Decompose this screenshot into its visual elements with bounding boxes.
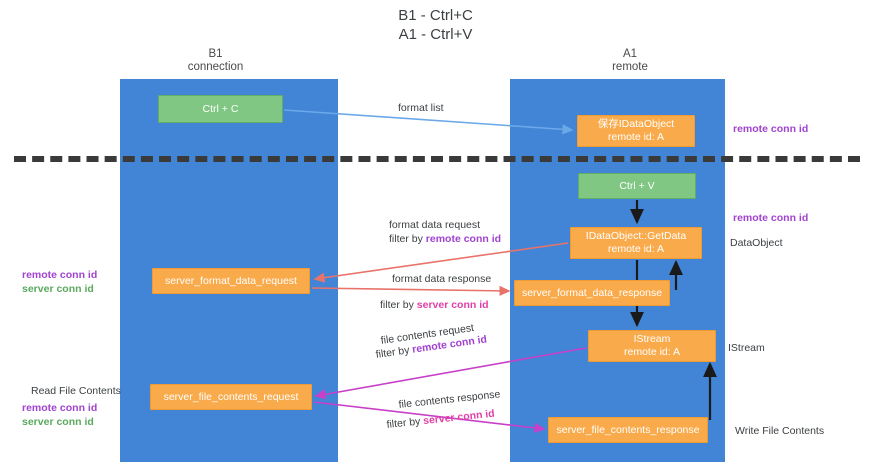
box-server-file-contents-response-label: server_file_contents_response [556,423,700,436]
box-server-format-data-response[interactable]: server_format_data_response [514,280,670,306]
box-server-format-data-response-label: server_format_data_response [521,286,663,299]
label-right-dataobject: DataObject [730,237,783,249]
filter-key-remote-conn-id: remote conn id [425,233,502,245]
arrow-label-format-list: format list [398,102,444,114]
box-istream-line2: remote id: A [623,346,681,358]
label-left-remote-conn-id-bot: remote conn id [22,402,98,414]
box-server-file-contents-request[interactable]: server_file_contents_request [150,384,312,410]
box-istream[interactable]: IStream remote id: A [588,330,716,362]
box-idataobject-getdata-line2: remote id: A [607,243,665,255]
label-left-read-file-contents: Read File Contents [31,385,121,397]
label-left-server-conn-id-bot: server conn id [22,416,94,428]
label-right-write-file-contents: Write File Contents [735,425,825,437]
arrow-label-format-data-response: format data response [392,273,492,285]
label-left-remote-conn-id-mid: remote conn id [22,269,98,281]
filter-key-server-conn-id: server conn id [416,299,489,311]
label-left-conn-ids-bot: remote conn id server conn id [22,401,97,429]
box-server-format-data-request-label: server_format_data_request [165,274,297,287]
box-idataobject-getdata-line1: IDataObject::GetData [585,230,687,242]
box-save-idataobject-line1: 保存IDataObject [597,118,675,130]
filter-key-server-conn-id: server conn id [422,407,496,428]
box-ctrl-v-line1: Ctrl + V [619,179,655,192]
label-right-istream: IStream [728,342,765,354]
filter-prefix: filter by [386,415,424,431]
filter-prefix: filter by [380,299,417,311]
box-idataobject-getdata[interactable]: IDataObject::GetData remote id: A [570,227,702,259]
label-right-remote-conn-id-mid: remote conn id [733,212,809,224]
box-save-idataobject[interactable]: 保存IDataObject remote id: A [577,115,695,147]
box-save-idataobject-line2: remote id: A [607,131,665,143]
box-ctrl-c-line1: Ctrl + C [202,102,239,115]
box-server-file-contents-response[interactable]: server_file_contents_response [548,417,708,443]
label-left-conn-ids-mid: remote conn id server conn id [22,268,97,296]
filter-prefix: filter by [389,233,426,245]
box-ctrl-v[interactable]: Ctrl + V [578,173,696,199]
box-istream-line1: IStream [633,333,671,345]
arrow-label-format-data-request: format data request [389,219,481,231]
box-ctrl-c[interactable]: Ctrl + C [158,95,283,123]
page-title: B1 - Ctrl+C A1 - Ctrl+V [398,7,473,43]
arrow-label-format-data-response-filter: filter by server conn id [380,299,489,312]
column-header-b1: B1 connection [187,48,244,73]
box-server-file-contents-request-label: server_file_contents_request [163,390,299,403]
arrow-label-format-data-request-filter: filter by remote conn id [389,233,501,246]
label-left-server-conn-id-mid: server conn id [22,283,94,295]
section-divider [14,156,860,162]
box-server-format-data-request[interactable]: server_format_data_request [152,268,310,294]
label-right-remote-conn-id-top: remote conn id [733,123,809,135]
column-header-a1: A1 remote [612,48,648,73]
